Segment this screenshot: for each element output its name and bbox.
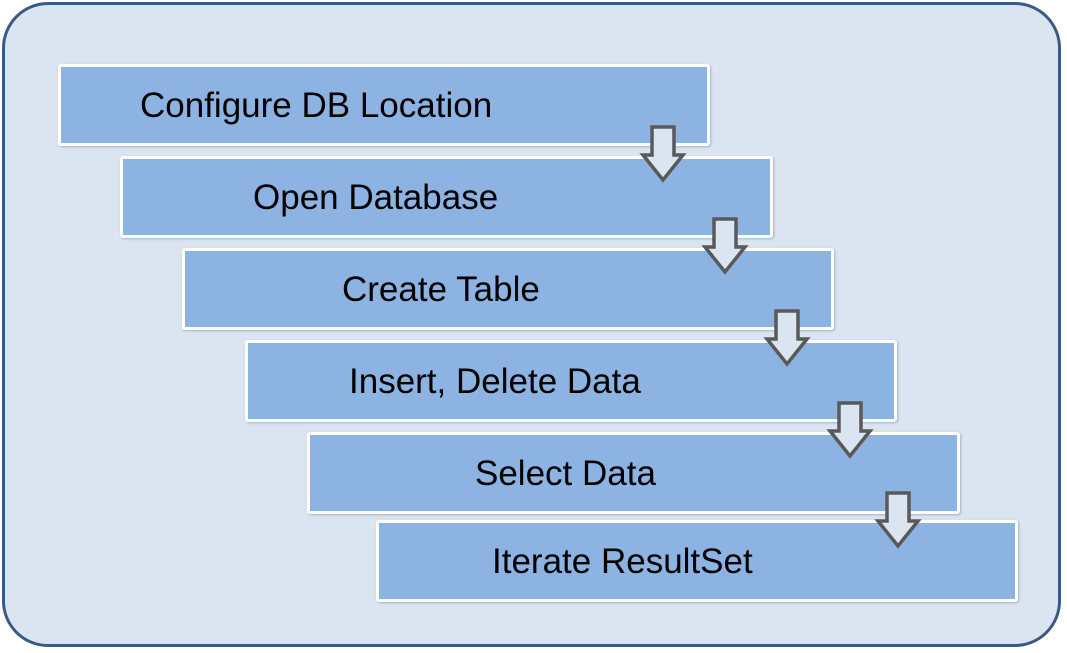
step-label: Create Table: [342, 269, 540, 309]
step-iterate-resultset: Iterate ResultSet: [376, 520, 1018, 602]
step-label: Insert, Delete Data: [349, 361, 641, 401]
step-label: Configure DB Location: [140, 85, 493, 125]
down-arrow-icon: [639, 125, 687, 183]
step-create-table: Create Table: [182, 248, 834, 330]
step-label: Iterate ResultSet: [492, 541, 753, 581]
down-arrow-icon: [763, 309, 811, 367]
down-arrow-icon: [826, 401, 874, 459]
step-label: Open Database: [253, 177, 499, 217]
step-label: Select Data: [475, 453, 656, 493]
down-arrow-icon: [701, 217, 749, 275]
down-arrow-icon: [874, 491, 922, 549]
step-configure-db-location: Configure DB Location: [58, 64, 710, 146]
